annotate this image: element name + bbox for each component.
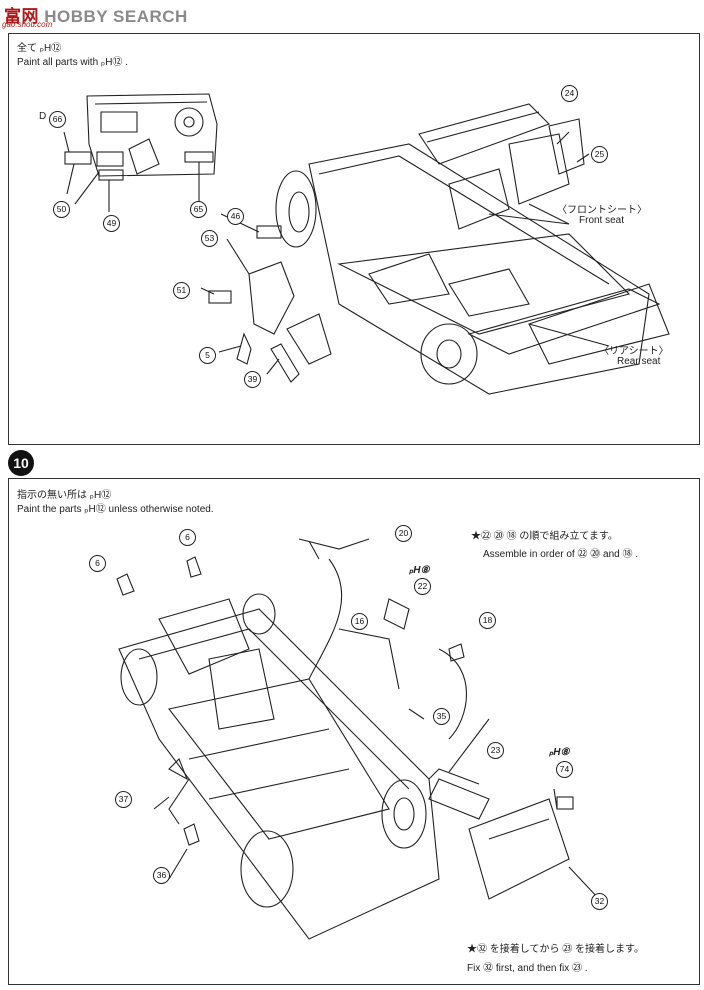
part-number-50: 50 <box>53 201 70 218</box>
step-10-badge: 10 <box>8 450 34 476</box>
front-left-wheel-drawing <box>120 648 158 706</box>
part-18-drawing <box>448 643 465 662</box>
console-drawing <box>248 261 295 335</box>
part-number-22: 22 <box>414 578 431 595</box>
part-number-16: 16 <box>351 613 368 630</box>
d-prefix: D <box>39 111 47 122</box>
assemble-note-en: Assemble in order of ㉒ ⑳ and ⑱ . <box>483 549 639 560</box>
step-9-drawing <box>63 93 670 395</box>
part-number-20: 20 <box>395 525 412 542</box>
part-number-24: 24 <box>561 85 578 102</box>
part-number-51: 51 <box>173 282 190 299</box>
part-number-53: 53 <box>201 230 218 247</box>
part-46-drawing <box>256 225 282 239</box>
part-number-25: 25 <box>591 146 608 163</box>
part-65-drawing <box>184 151 214 163</box>
chassis-tub-drawing <box>308 143 650 395</box>
watermark-cn: 富网 <box>4 7 39 26</box>
part-74-drawing <box>556 796 574 810</box>
step-10-panel: 指示の無い所は ₚH⑫ Paint the parts ₚH⑫ unless o… <box>8 478 700 985</box>
fix-note-en: Fix ㉜ first, and then fix ㉓ . <box>467 963 588 974</box>
part-number-35: 35 <box>433 708 450 725</box>
rear-seat-drawing <box>467 288 661 355</box>
rear-left-wheel-drawing <box>240 830 294 908</box>
part-37-drawing <box>168 758 189 781</box>
front-right-wheel-drawing <box>242 593 276 635</box>
part-6a-drawing <box>116 573 135 596</box>
watermark-url: gao.shou.com <box>2 20 53 29</box>
rear-seat-label-en: Rear seat <box>617 356 661 367</box>
part-22-drawing <box>383 598 410 630</box>
front-seat-label-jp: 〈フロントシート〉 <box>557 205 647 216</box>
part-number-74: 74 <box>556 761 573 778</box>
part-number-65: 65 <box>190 201 207 218</box>
step-9-panel: 全て ₚH⑫ Paint all parts with ₚH⑫ . <box>8 33 700 445</box>
front-seat-drawing <box>448 168 510 230</box>
step-10-drawing <box>116 538 600 940</box>
part-6b-drawing <box>186 556 202 578</box>
rear-seat-label-jp: 〈リアシート〉 <box>599 346 669 357</box>
step-9-note-en: Paint all parts with ₚH⑫ . <box>17 57 128 68</box>
ph8-label-a: ₚH⑧ <box>409 565 430 576</box>
fuel-tank-drawing <box>468 798 570 900</box>
front-seat-label-en: Front seat <box>579 215 625 226</box>
step-9-note-jp: 全て ₚH⑫ <box>17 43 62 54</box>
rear-wheel-drawing <box>420 323 478 385</box>
part-number-49: 49 <box>103 215 120 232</box>
muffler-drawing <box>428 778 490 820</box>
part-39-drawing <box>270 343 300 383</box>
part-number-23: 23 <box>487 742 504 759</box>
step-10-note-jp: 指示の無い所は ₚH⑫ <box>17 490 112 501</box>
part-66-drawing <box>64 151 92 165</box>
dashboard-inset-drawing <box>86 93 218 177</box>
part-number-39: 39 <box>244 371 261 388</box>
shift-knob-drawing <box>236 332 252 365</box>
engine-drawing <box>158 598 250 675</box>
part-number-66: 66 <box>49 111 66 128</box>
ph8-label-b: ₚH⑧ <box>549 747 570 758</box>
front-wheel-drawing <box>275 170 317 248</box>
part-number-36: 36 <box>153 867 170 884</box>
step-10-note-en: Paint the parts ₚH⑫ unless otherwise not… <box>17 504 214 515</box>
watermark-logo: 富网 HOBBY SEARCH <box>4 2 188 27</box>
fix-note-jp: ★㉜ を接着してから ㉓ を接着します。 <box>467 944 645 955</box>
assemble-note-jp: ★㉒ ⑳ ⑱ の順で組み立てます。 <box>471 531 618 542</box>
part-number-46: 46 <box>227 208 244 225</box>
part-number-37: 37 <box>115 791 132 808</box>
watermark-en: HOBBY SEARCH <box>44 7 188 26</box>
dashboard-drawing <box>418 103 550 165</box>
underside-chassis-drawing <box>118 608 440 940</box>
part-number-18: 18 <box>479 612 496 629</box>
part-number-6a: 6 <box>89 555 106 572</box>
part-number-6b: 6 <box>179 529 196 546</box>
part-number-32: 32 <box>591 893 608 910</box>
part-51-drawing <box>208 290 232 304</box>
rear-right-wheel-drawing <box>381 779 427 849</box>
part-number-5: 5 <box>199 347 216 364</box>
part-36-drawing <box>183 823 200 846</box>
part-49-drawing <box>98 169 124 181</box>
